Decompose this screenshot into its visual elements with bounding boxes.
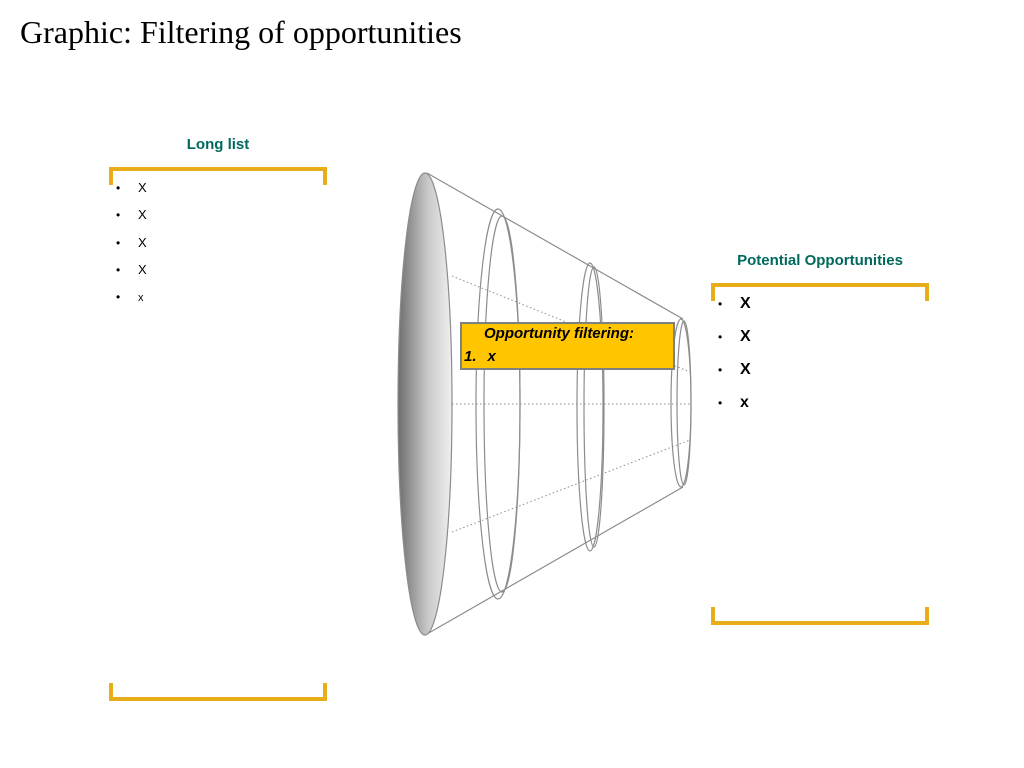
long-list-bottom-bracket xyxy=(109,683,327,701)
long-list: •X •X •X •X •x xyxy=(110,179,320,315)
list-item: •X xyxy=(116,180,147,195)
filter-label-item: 1.x xyxy=(464,348,496,365)
list-item: •X xyxy=(718,295,751,312)
bullet-icon: • xyxy=(718,297,723,311)
list-item: •X xyxy=(116,207,147,223)
filter-label-title: Opportunity filtering: xyxy=(484,325,634,342)
list-item: •X xyxy=(116,234,147,250)
funnel-ring xyxy=(676,320,692,486)
list-item: •X xyxy=(116,261,147,277)
long-list-heading: Long list xyxy=(186,136,250,153)
long-list-top-bracket xyxy=(109,167,327,185)
funnel-ring xyxy=(576,262,604,552)
bullet-icon: • xyxy=(718,330,723,344)
funnel-ring xyxy=(483,215,521,593)
list-item: •X xyxy=(718,328,751,345)
bullet-icon: • xyxy=(116,290,121,305)
list-item: •X xyxy=(718,361,751,378)
potential-top-bracket xyxy=(711,283,929,301)
bullet-icon: • xyxy=(116,208,121,223)
bullet-icon: • xyxy=(116,235,121,250)
list-item: •x xyxy=(116,290,144,305)
bullet-icon: • xyxy=(718,396,723,410)
funnel-mouth xyxy=(397,172,453,636)
bullet-icon: • xyxy=(116,262,121,277)
potential-opportunities-list: •X •X •X •x xyxy=(712,294,922,426)
potential-opportunities-heading: Potential Opportunities xyxy=(737,252,903,269)
funnel-ring xyxy=(583,266,605,548)
potential-bottom-bracket xyxy=(711,607,929,625)
list-item: •x xyxy=(718,394,749,411)
funnel-top-edge xyxy=(426,172,684,320)
funnel-guide-line xyxy=(451,439,691,533)
page-title: Graphic: Filtering of opportunities xyxy=(20,14,462,50)
bullet-icon: • xyxy=(718,363,723,377)
funnel-bottom-edge xyxy=(426,486,684,635)
bullet-icon: • xyxy=(116,181,121,195)
filter-label-box: Opportunity filtering: 1.x xyxy=(460,322,675,370)
